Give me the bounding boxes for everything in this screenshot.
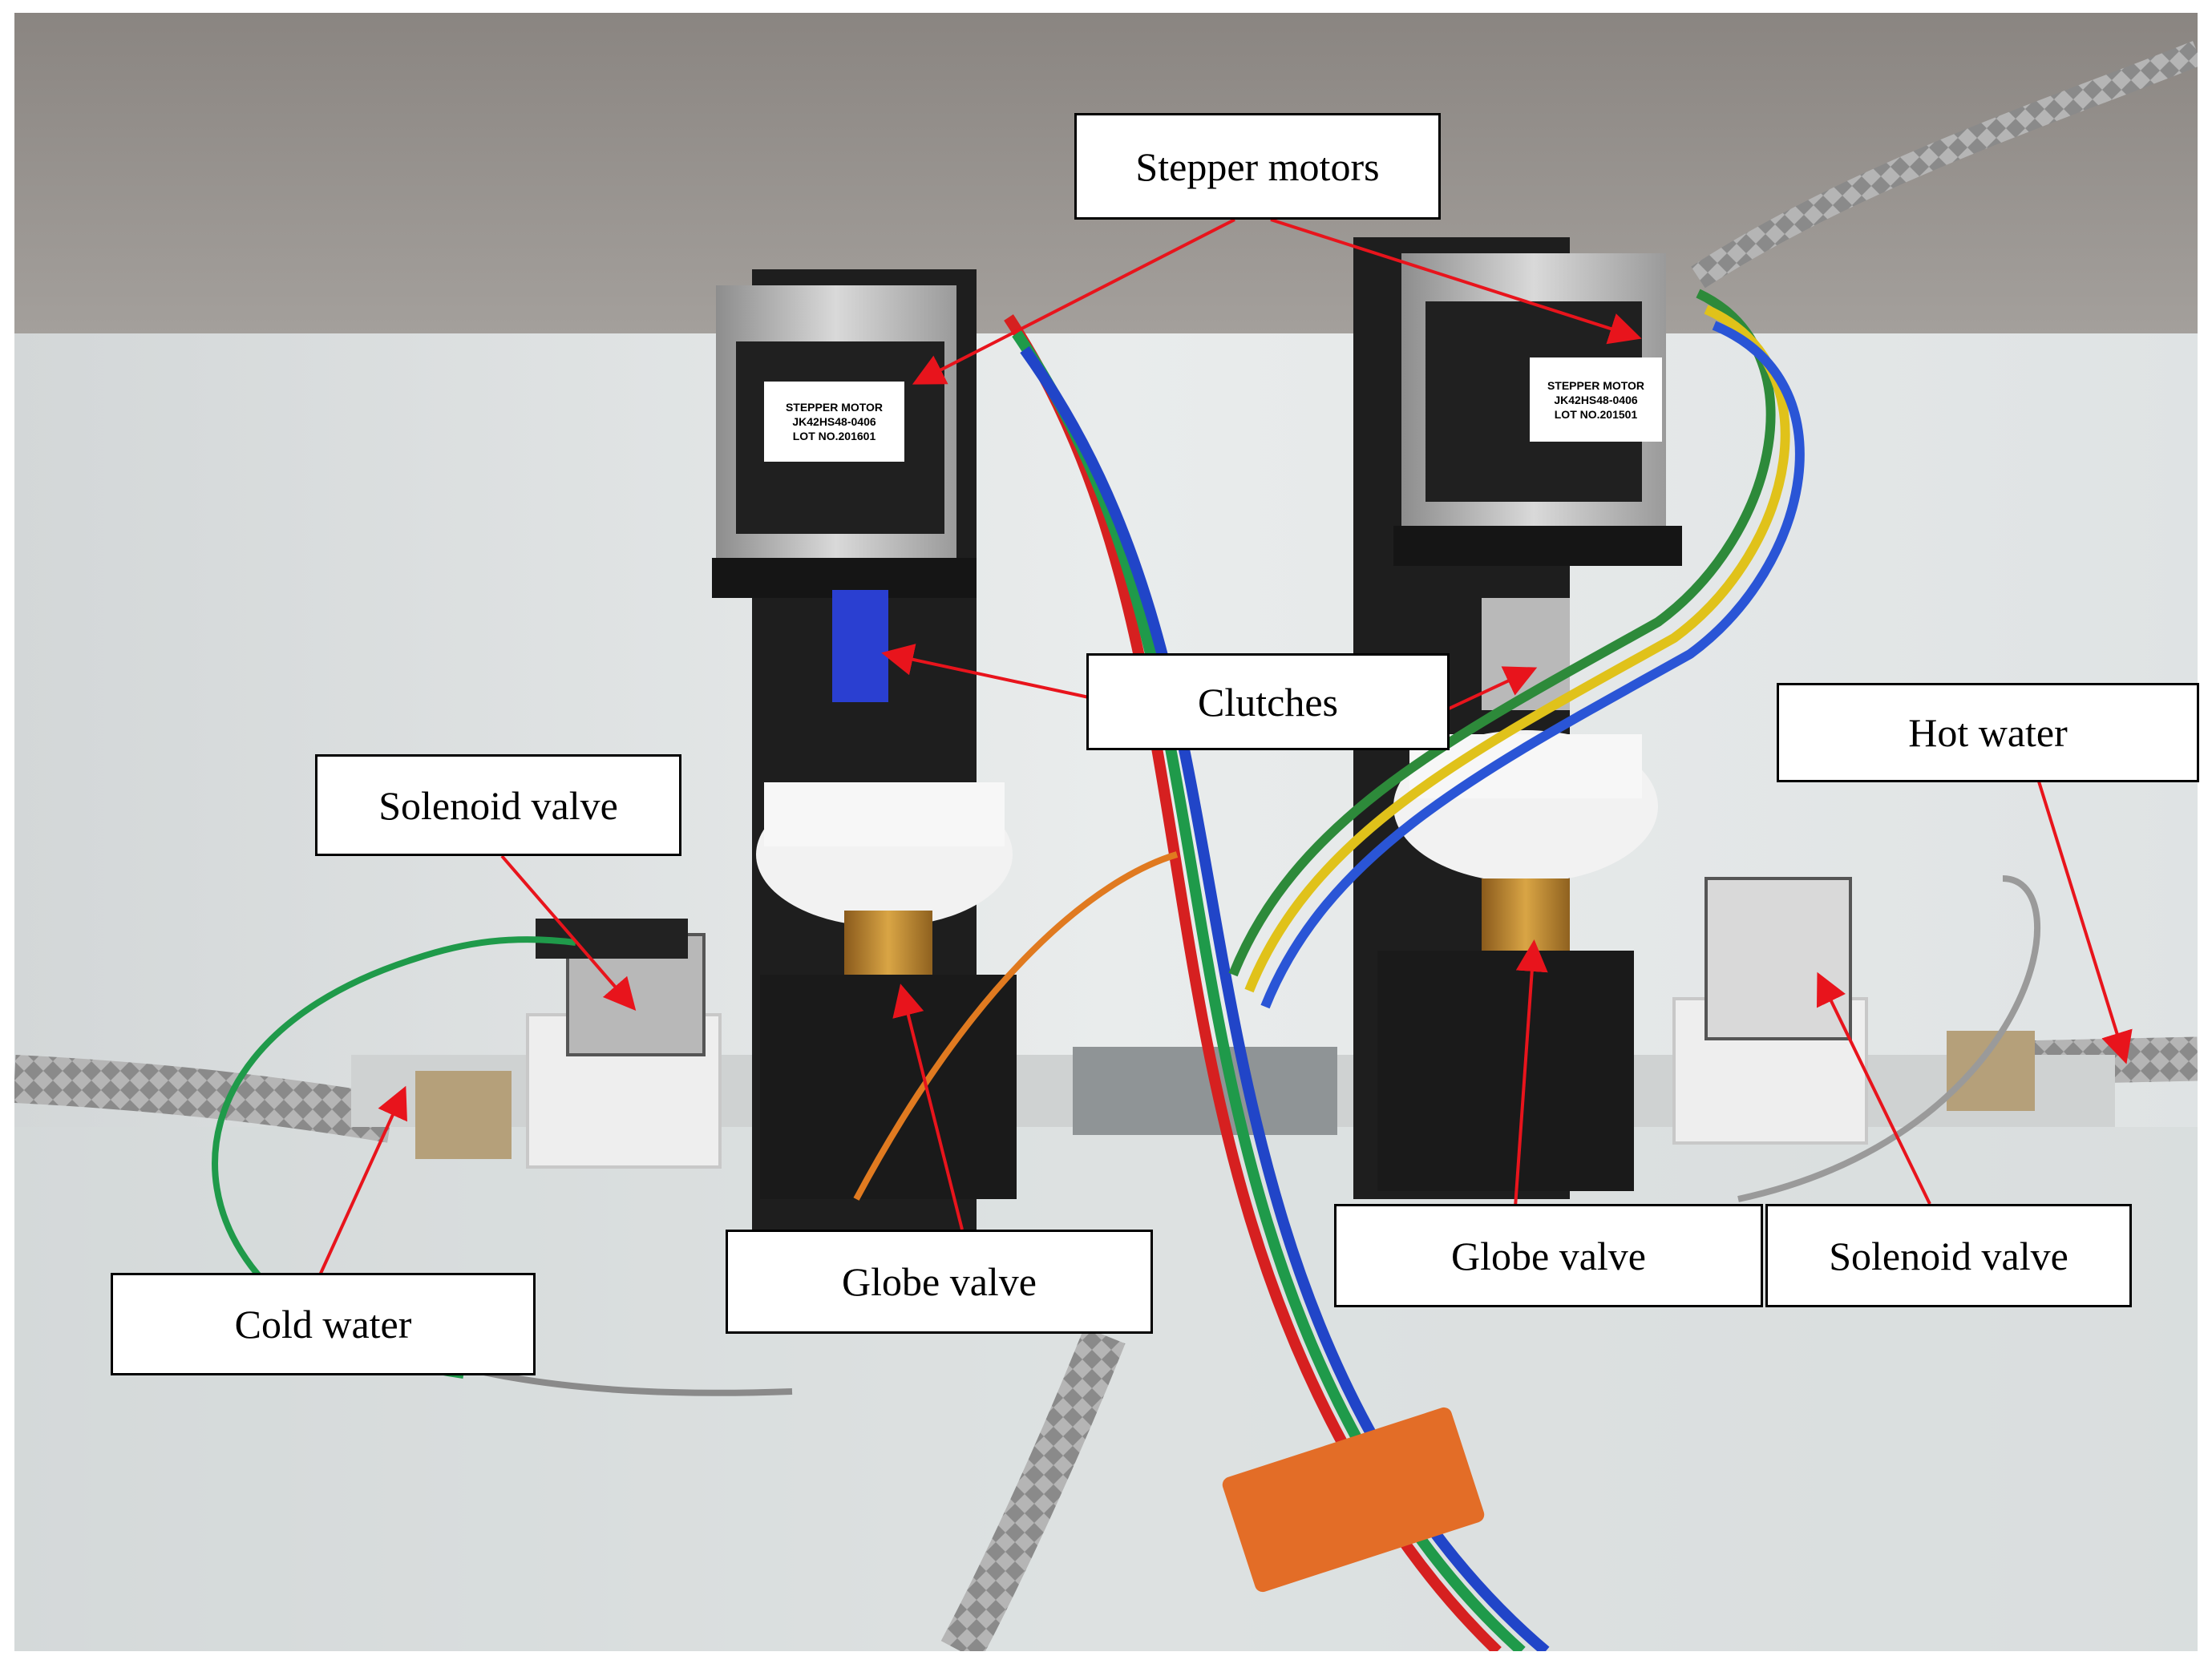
label-hot-water-text: Hot water <box>1908 710 2068 755</box>
label-cold-water: Cold water <box>111 1273 536 1375</box>
left-motor-nameplate-line: LOT NO.201601 <box>792 430 876 442</box>
label-globe-valve-left-text: Globe valve <box>842 1259 1037 1304</box>
label-solenoid-valve-right: Solenoid valve <box>1765 1204 2132 1307</box>
right-motor-nameplate: STEPPER MOTOR JK42HS48-0406 LOT NO.20150… <box>1530 357 1662 442</box>
label-hot-water: Hot water <box>1777 683 2199 782</box>
label-globe-valve-right-text: Globe valve <box>1451 1233 1646 1278</box>
label-globe-valve-right: Globe valve <box>1334 1204 1763 1307</box>
right-motor-nameplate-line: JK42HS48-0406 <box>1554 393 1638 406</box>
label-clutches-text: Clutches <box>1198 679 1338 725</box>
left-motor-nameplate-line: STEPPER MOTOR <box>785 401 884 414</box>
label-solenoid-valve-right-text: Solenoid valve <box>1829 1233 2068 1278</box>
label-solenoid-valve-left: Solenoid valve <box>315 754 681 856</box>
label-stepper-motors-text: Stepper motors <box>1135 143 1380 189</box>
label-globe-valve-left: Globe valve <box>726 1230 1153 1334</box>
label-clutches: Clutches <box>1086 653 1450 750</box>
label-stepper-motors: Stepper motors <box>1074 113 1441 220</box>
left-motor-nameplate-line: JK42HS48-0406 <box>792 415 876 428</box>
right-motor-nameplate-line: LOT NO.201501 <box>1554 407 1638 421</box>
left-motor-nameplate: STEPPER MOTOR JK42HS48-0406 LOT NO.20160… <box>764 382 904 462</box>
label-solenoid-valve-left-text: Solenoid valve <box>378 782 618 828</box>
right-motor-nameplate-line: STEPPER MOTOR <box>1547 378 1645 392</box>
label-cold-water-text: Cold water <box>234 1302 412 1347</box>
